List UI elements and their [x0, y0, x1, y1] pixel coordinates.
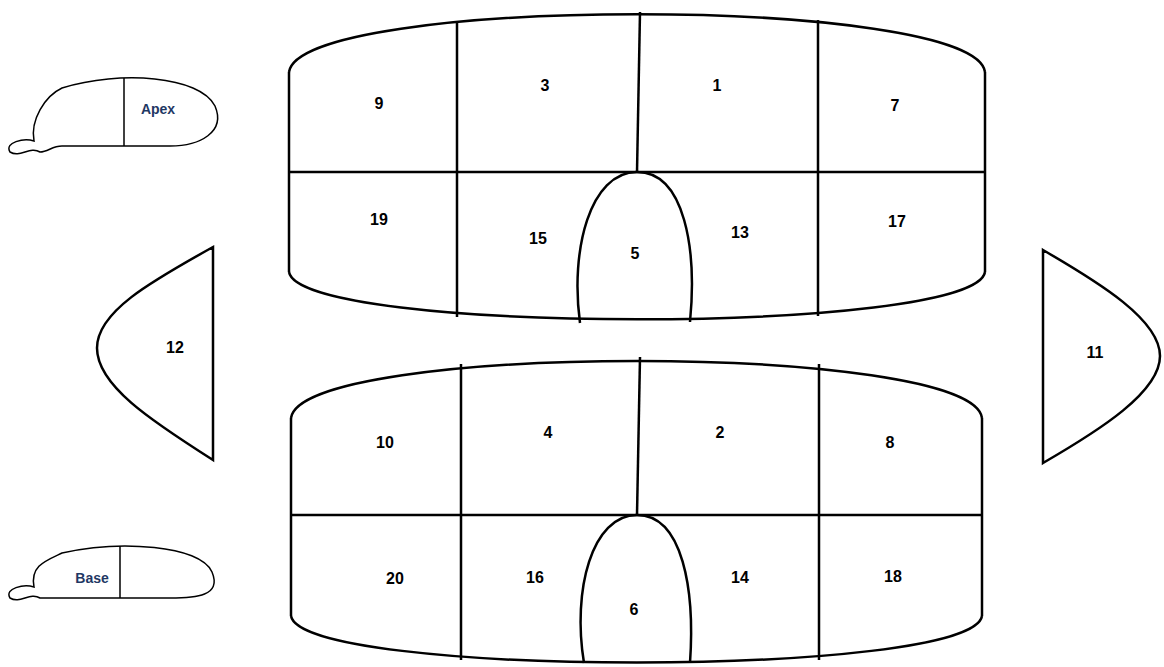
region-number: 17	[888, 213, 906, 231]
right-wedge	[1043, 250, 1160, 463]
region-number: 2	[716, 424, 725, 442]
region-number: 3	[541, 77, 550, 95]
lower-band	[291, 357, 982, 663]
region-number: 18	[884, 568, 902, 586]
region-number: 14	[731, 569, 749, 587]
region-number: 20	[386, 570, 404, 588]
region-number: 11	[1087, 344, 1104, 362]
region-number: 7	[891, 97, 900, 115]
region-number: 5	[631, 245, 640, 263]
region-number: 1	[713, 77, 722, 95]
base-icon	[9, 546, 214, 600]
region-number: 4	[544, 424, 553, 442]
region-number: 15	[529, 230, 547, 248]
region-number: 19	[370, 211, 388, 229]
region-number: 13	[731, 224, 749, 242]
upper-band	[289, 12, 985, 323]
region-number: 8	[886, 434, 895, 452]
region-number: 10	[376, 434, 394, 452]
apex-icon	[9, 78, 218, 154]
region-number: 6	[630, 601, 639, 619]
view-label: Base	[75, 571, 108, 586]
left-wedge	[97, 247, 213, 460]
region-number: 9	[375, 95, 384, 113]
view-label: Apex	[141, 102, 175, 117]
region-number: 12	[166, 339, 184, 357]
region-number: 16	[526, 569, 544, 587]
